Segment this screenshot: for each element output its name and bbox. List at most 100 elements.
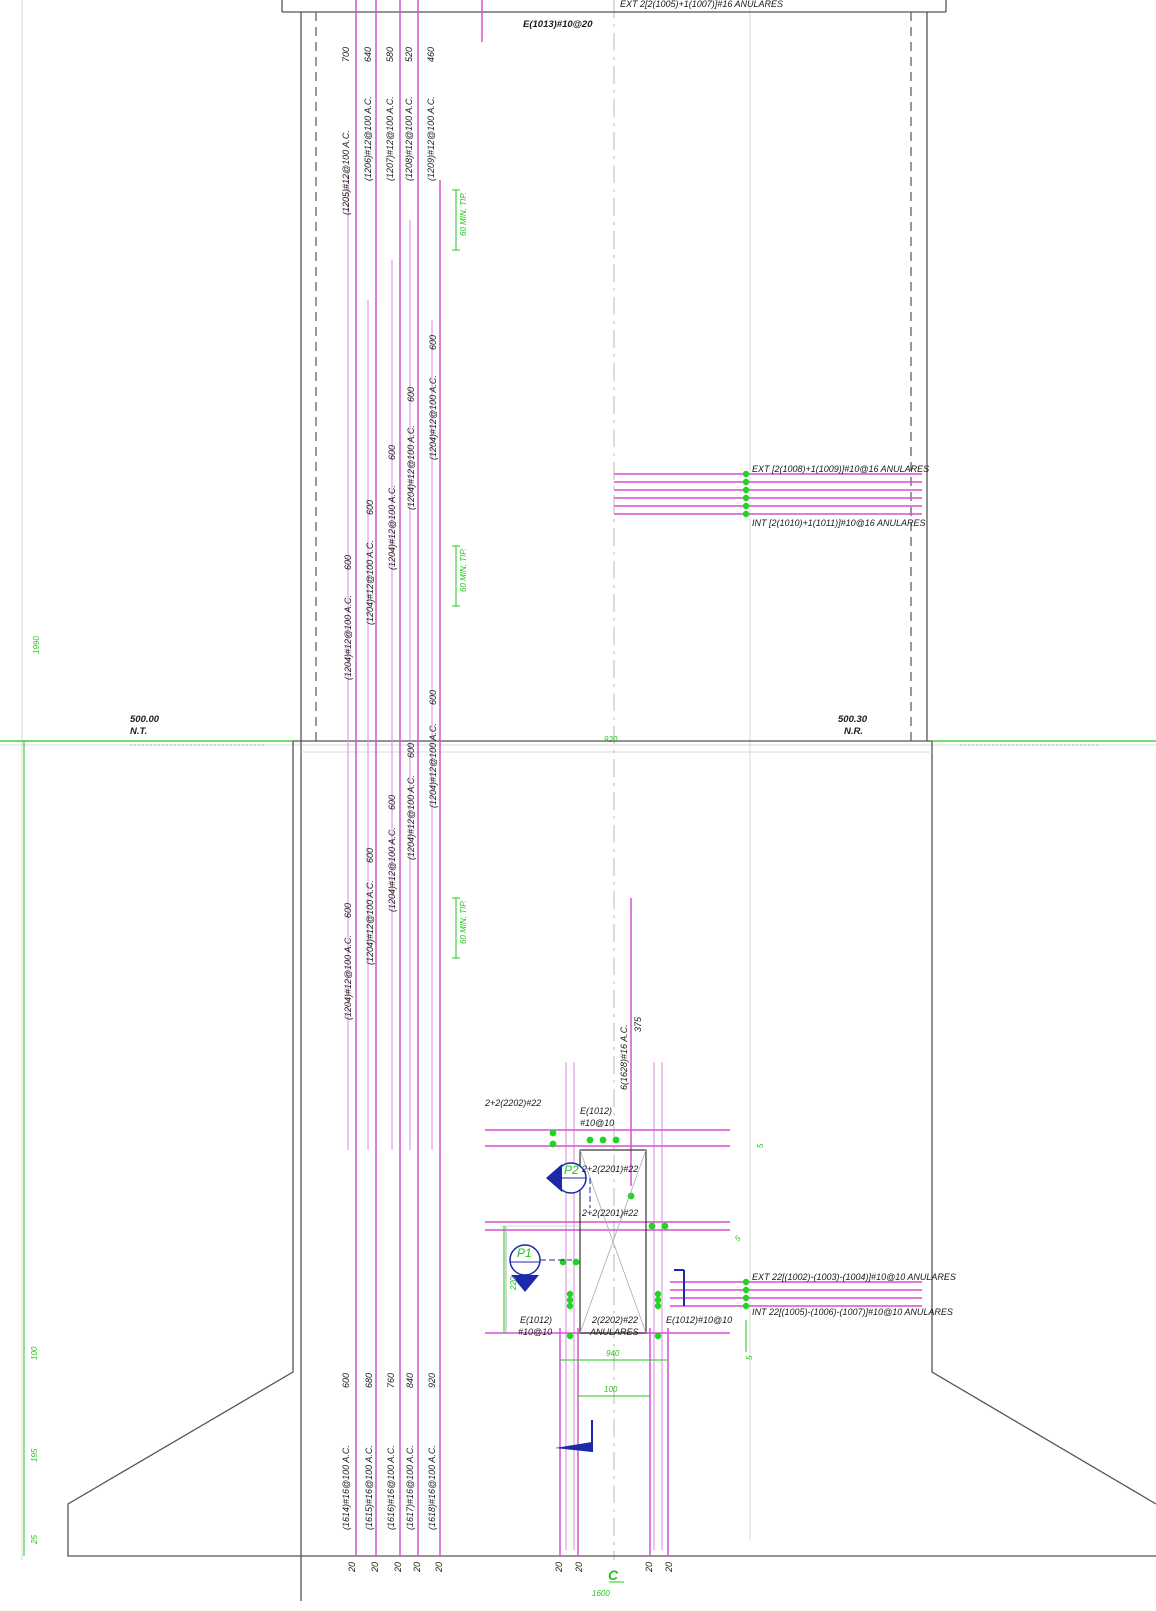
splice-mark-2: 60 MIN. TIP.	[459, 548, 468, 592]
level-right-name: N.R.	[844, 726, 863, 737]
footing-bar-length-1618: 920	[427, 1373, 437, 1388]
top-cut-label: EXT 2[2(1005)+1(1007)]#16 ANULARES	[620, 0, 783, 9]
footing-bar-length-1615: 680	[364, 1373, 374, 1388]
dimensions: 1990 920 220 100 195 25 940 100 1600 5 5…	[23, 636, 765, 1598]
bar-label-1207: (1207)#12@100 A.C.	[385, 96, 395, 181]
footing-bar-label-1615: (1615)#16@100 A.C.	[364, 1445, 374, 1530]
level-left-value: 500.00	[130, 714, 160, 725]
ring-ext-mid-label: EXT [2(1008)+1(1009)]#10@16 ANULARES	[752, 464, 929, 474]
ring-ext-low-label: EXT 22[(1002)-(1003)-(1004)]#10@10 ANULA…	[752, 1272, 956, 1282]
dim-small-5b: 5	[733, 1234, 743, 1244]
splice2-length-b: 600	[365, 848, 375, 863]
footing-bar-length-1614: 600	[341, 1373, 351, 1388]
bottom-cover-labels: 20 20 20 20 20 20 20 20 20 C	[347, 1562, 674, 1583]
upper-vertical-bar-labels: (1205)#12@100 A.C. 700 (1206)#12@100 A.C…	[341, 47, 436, 215]
splice-group1-labels: (1204)#12@100 A.C. 600 (1204)#12@100 A.C…	[343, 335, 438, 680]
construction-grid	[0, 0, 1156, 1560]
section-marker-p1: P1	[509, 1244, 572, 1292]
bar-label-1209: (1209)#12@100 A.C.	[426, 96, 436, 181]
vertical-rebars	[347, 0, 669, 1556]
bar-length-1205: 700	[341, 47, 351, 62]
splice2-length-c: 600	[387, 795, 397, 810]
opening-inner-2: 2+2(2201)#22	[581, 1208, 638, 1218]
splice1-length-d: 600	[406, 387, 416, 402]
bar-label-1205: (1205)#12@100 A.C.	[341, 130, 351, 215]
dowel-length: 375	[633, 1016, 643, 1032]
bar-length-1209: 460	[426, 47, 436, 62]
splice1-length-b: 600	[365, 500, 375, 515]
level-left-name: N.T.	[130, 726, 147, 737]
splice-mark-3: 60 MIN. TIP.	[459, 900, 468, 944]
cover-4: 20	[412, 1562, 422, 1573]
footing-bar-length-1617: 840	[405, 1373, 415, 1388]
footing-outline	[0, 740, 1156, 1557]
splice1-length-a: 600	[343, 555, 353, 570]
dim-footing-2: 195	[30, 1448, 39, 1462]
splice2-label-a: (1204)#12@100 A.C.	[343, 935, 353, 1020]
dowel-label: 6(1628)#16 A.C.	[619, 1024, 629, 1090]
dim-left-total: 1990	[32, 636, 41, 654]
bar-length-1208: 520	[404, 47, 414, 62]
footing-bar-label-1616: (1616)#16@100 A.C.	[386, 1445, 396, 1530]
splice-group2-labels: (1204)#12@100 A.C. 600 (1204)#12@100 A.C…	[343, 690, 438, 1020]
cover-6: 20	[554, 1562, 564, 1573]
splice2-label-e: (1204)#12@100 A.C.	[428, 723, 438, 808]
opening-top-left: 2+2(2202)#22	[484, 1098, 541, 1108]
footing-bar-length-1616: 760	[386, 1373, 396, 1388]
splice1-length-e: 600	[428, 335, 438, 350]
rebar-section-dots	[549, 470, 750, 1340]
level-marks: 500.00 N.T. 500.30 N.R.	[130, 714, 868, 737]
dim-small-5a: 5	[756, 1143, 765, 1148]
section-marker-p2: P2	[546, 1162, 591, 1208]
dim-overall-bottom: 1600	[592, 1589, 610, 1598]
opening-top-stirrup-1: E(1012)	[580, 1106, 612, 1116]
opening-left-stirrup-1: E(1012)	[520, 1315, 552, 1325]
splice2-length-a: 600	[343, 903, 353, 918]
splice1-label-b: (1204)#12@100 A.C.	[365, 540, 375, 625]
footing-bar-label-1614: (1614)#16@100 A.C.	[341, 1445, 351, 1530]
section-p1-label: P1	[517, 1246, 532, 1260]
cover-2: 20	[370, 1562, 380, 1573]
opening-bottom-1: 2(2202)#22	[591, 1315, 638, 1325]
cover-9: 20	[664, 1562, 674, 1573]
dim-opening-height: 220	[509, 1276, 518, 1291]
splice2-length-d: 600	[406, 743, 416, 758]
dim-mid-width: 920	[604, 735, 618, 744]
splice2-label-c: (1204)#12@100 A.C.	[387, 827, 397, 912]
level-right-value: 500.30	[838, 714, 868, 725]
footing-bar-label-1617: (1617)#16@100 A.C.	[405, 1445, 415, 1530]
ring-int-mid-label: INT [2(1010)+1(1011)]#10@16 ANULARES	[752, 518, 925, 528]
dim-small-5c: 5	[745, 1355, 754, 1360]
bar-label-1206: (1206)#12@100 A.C.	[363, 96, 373, 181]
opening-inner-1: 2+2(2201)#22	[581, 1164, 638, 1174]
opening-right-stirrup: E(1012)#10@10	[666, 1315, 732, 1325]
opening-top-stirrup-2: #10@10	[580, 1118, 614, 1128]
splice1-label-c: (1204)#12@100 A.C.	[387, 485, 397, 570]
cover-1: 20	[347, 1562, 357, 1573]
ring-labels: EXT [2(1008)+1(1009)]#10@16 ANULARES INT…	[752, 464, 956, 1317]
dim-footing-3: 25	[30, 1535, 39, 1545]
splice2-label-b: (1204)#12@100 A.C.	[365, 880, 375, 965]
top-stirrup-label: E(1013)#10@20	[523, 19, 593, 30]
splice-mark-1: 60 MIN. TIP.	[459, 192, 468, 236]
dim-footing-1: 100	[30, 1346, 39, 1360]
dowel-labels: 6(1628)#16 A.C. 375	[619, 1016, 643, 1090]
wall-outline	[300, 12, 928, 1601]
opening-labels: 2+2(2202)#22 E(1012) #10@10 2+2(2201)#22…	[484, 1098, 732, 1337]
splice-marks: 60 MIN. TIP. 60 MIN. TIP. 60 MIN. TIP.	[452, 189, 468, 959]
splice2-label-d: (1204)#12@100 A.C.	[406, 775, 416, 860]
opening-bottom-2: ANULARES	[589, 1327, 639, 1337]
dim-bottom-940: 940	[606, 1349, 620, 1358]
bar-length-1207: 580	[385, 47, 395, 62]
bar-label-1208: (1208)#12@100 A.C.	[404, 96, 414, 181]
section-cut-marks	[555, 1269, 685, 1452]
ring-int-low-label: INT 22[(1005)-(1006)-(1007)]#10@10 ANULA…	[752, 1307, 953, 1317]
footing-bar-label-1618: (1618)#16@100 A.C.	[427, 1445, 437, 1530]
bar-length-1206: 640	[363, 47, 373, 62]
opening-left-stirrup-2: #10@10	[518, 1327, 552, 1337]
wall-opening	[500, 1149, 647, 1334]
cover-5: 20	[434, 1562, 444, 1573]
ring-rebars	[485, 473, 922, 1334]
splice2-length-e: 600	[428, 690, 438, 705]
